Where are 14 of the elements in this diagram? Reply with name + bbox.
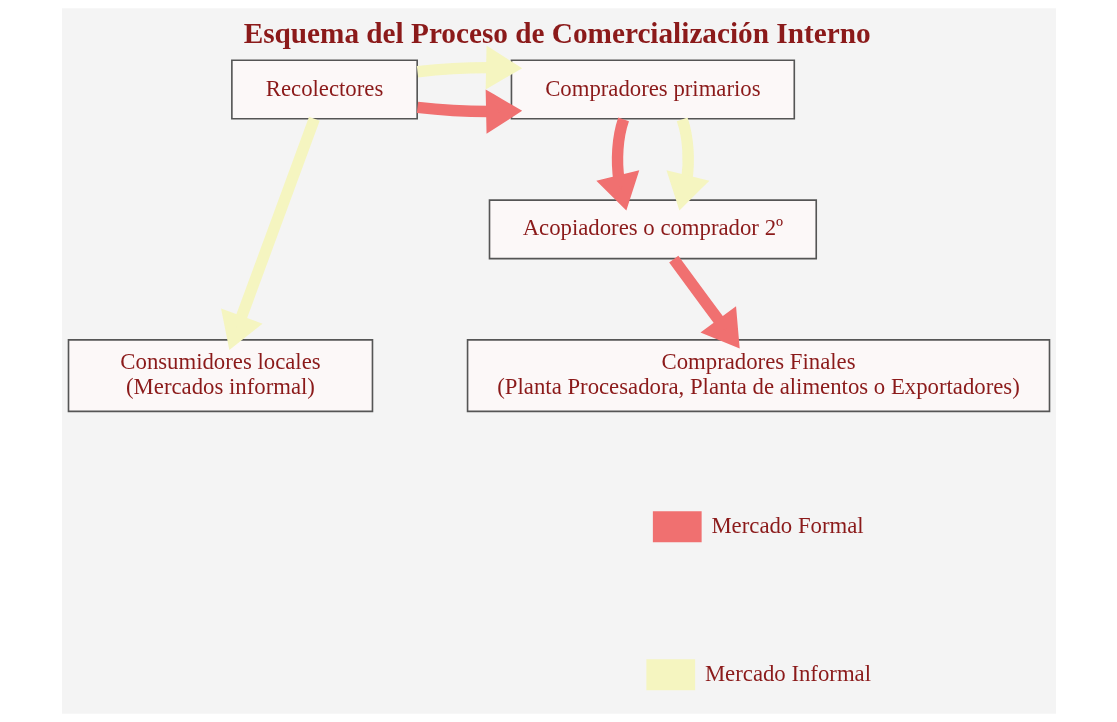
- node-box: Compradores primarios: [510, 59, 795, 120]
- arrow: [595, 117, 639, 211]
- legend-label: Mercado Informal: [704, 660, 871, 686]
- node-box: Consumidores locales (Mercados informal): [67, 339, 373, 413]
- arrow: [668, 255, 740, 349]
- arrow: [220, 116, 320, 350]
- node-box: Compradores Finales (Planta Procesadora, Planta de alimentos o Exportadores): [466, 339, 1050, 413]
- node-box: Acopiadores o comprador 2º: [488, 199, 817, 260]
- diagram-title: Esquema del Proceso de Comercialización Interno: [243, 17, 871, 50]
- arrow: [416, 45, 522, 90]
- legend-label: Mercado Formal: [710, 512, 864, 538]
- arrow: [416, 89, 522, 134]
- arrow: [665, 117, 709, 211]
- node-box: Recolectores: [230, 59, 418, 120]
